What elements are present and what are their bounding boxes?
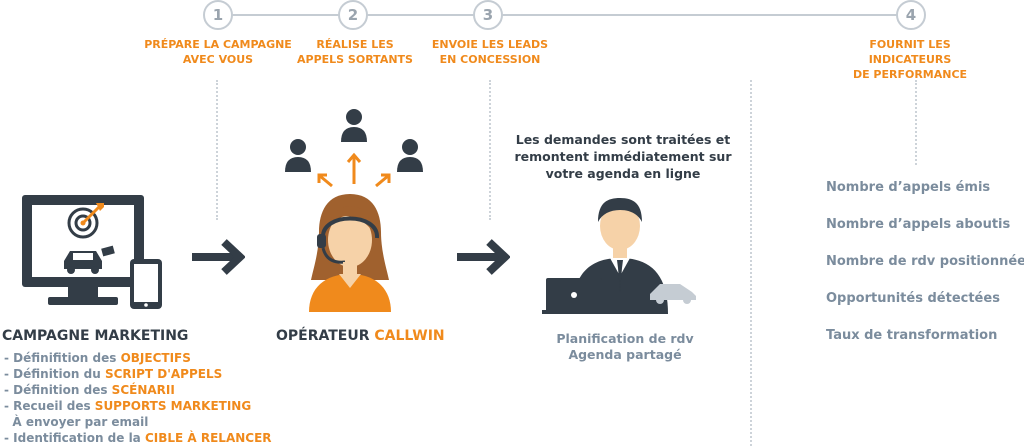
step-3-label-line2: EN CONCESSION [439, 53, 541, 66]
kpi-calls-answered: Nombre d’appels aboutis [826, 217, 1011, 232]
leads-bottom-text: Planification de rdv Agenda partagé [540, 331, 710, 363]
operator-title-brand: CALLWIN [374, 328, 445, 344]
step-4-circle: 4 [896, 0, 926, 30]
kpi-opportunities: Opportunités détectées [826, 291, 1000, 306]
salesman-icon [542, 198, 696, 314]
campaign-line-3-highlight: SCÉNARII [111, 383, 175, 397]
leads-caption-line3: votre agenda en ligne [545, 166, 701, 181]
kpi-conversion-rate: Taux de transformation [826, 328, 998, 343]
leads-caption-line1: Les demandes sont traitées et [515, 132, 731, 147]
operator-title: OPÉRATEUR CALLWIN [276, 328, 445, 344]
step-4-connector [915, 80, 917, 165]
user-icon-right [397, 139, 423, 172]
step-4-label-line2: DE PERFORMANCE [852, 68, 968, 81]
campaign-line-3-text: - Définition des [4, 383, 112, 397]
step-4-label-line1: FOURNIT LES INDICATEURS [868, 38, 952, 66]
leads-caption-line2: remontent immédiatement sur [514, 149, 732, 164]
campaign-line-objectives: - Définifition des OBJECTIFS [4, 350, 191, 366]
campaign-line-supports: - Recueil des SUPPORTS MARKETING [4, 398, 251, 414]
step-2-label-line2: APPELS SORTANTS [297, 53, 413, 66]
step-2-label: RÉALISE LES APPELS SORTANTS [290, 37, 420, 67]
step-2-label-line1: RÉALISE LES [316, 38, 394, 51]
campaign-line-4-highlight: SUPPORTS MARKETING [94, 399, 252, 413]
campaign-line-5-text: À envoyer par email [4, 415, 149, 429]
step-1-circle: 1 [203, 0, 233, 30]
section-divider [750, 80, 752, 446]
step-3-circle: 3 [473, 0, 503, 30]
campaign-line-6-text: - Identification de la [4, 431, 145, 445]
step-4-label: FOURNIT LES INDICATEURS DE PERFORMANCE [830, 37, 990, 82]
campaign-line-1-text: - Définifition des [4, 351, 121, 365]
arrow-right-icon-2 [457, 239, 510, 275]
step-3-label-line1: ENVOIE LES LEADS [431, 38, 549, 51]
step-1-label-line1: PRÉPARE LA CAMPAGNE [144, 38, 292, 51]
step-3-label: ENVOIE LES LEADS EN CONCESSION [430, 37, 550, 67]
timeline-line [230, 14, 910, 16]
step-1-label-line2: AVEC VOUS [182, 53, 254, 66]
operator-title-prefix: OPÉRATEUR [276, 328, 375, 344]
step-1-label: PRÉPARE LA CAMPAGNE AVEC VOUS [138, 37, 298, 67]
kpi-calls-made: Nombre d’appels émis [826, 180, 991, 195]
campaign-line-email: À envoyer par email [4, 414, 148, 430]
campaign-line-2-text: - Définition du [4, 367, 105, 381]
campaign-line-target: - Identification de la CIBLE À RELANCER [4, 430, 272, 446]
kpi-appointments: Nombre de rdv positionnées [826, 254, 1024, 269]
leads-bottom-line1: Planification de rdv [556, 331, 694, 346]
campaign-line-6-highlight: CIBLE À RELANCER [144, 431, 272, 445]
campaign-title: CAMPAGNE MARKETING [2, 328, 189, 344]
campaign-line-scenarii: - Définition des SCÉNARII [4, 382, 175, 398]
campaign-line-script: - Définition du SCRIPT D'APPELS [4, 366, 222, 382]
user-icon-top [341, 109, 367, 142]
leads-caption: Les demandes sont traitées et remontent … [508, 131, 738, 182]
campaign-line-2-highlight: SCRIPT D'APPELS [104, 367, 223, 381]
step-1-connector [216, 80, 218, 220]
leads-bottom-line2: Agenda partagé [568, 347, 682, 362]
arrows-outgoing-icon [317, 152, 391, 188]
arrow-right-icon-1 [192, 239, 245, 275]
monitor-icon [22, 195, 162, 309]
campaign-line-4-text: - Recueil des [4, 399, 95, 413]
operator-avatar [309, 194, 391, 312]
step-2-circle: 2 [338, 0, 368, 30]
campaign-line-1-highlight: OBJECTIFS [120, 351, 191, 365]
user-icon-left [285, 139, 311, 172]
step-3-connector [489, 80, 491, 220]
